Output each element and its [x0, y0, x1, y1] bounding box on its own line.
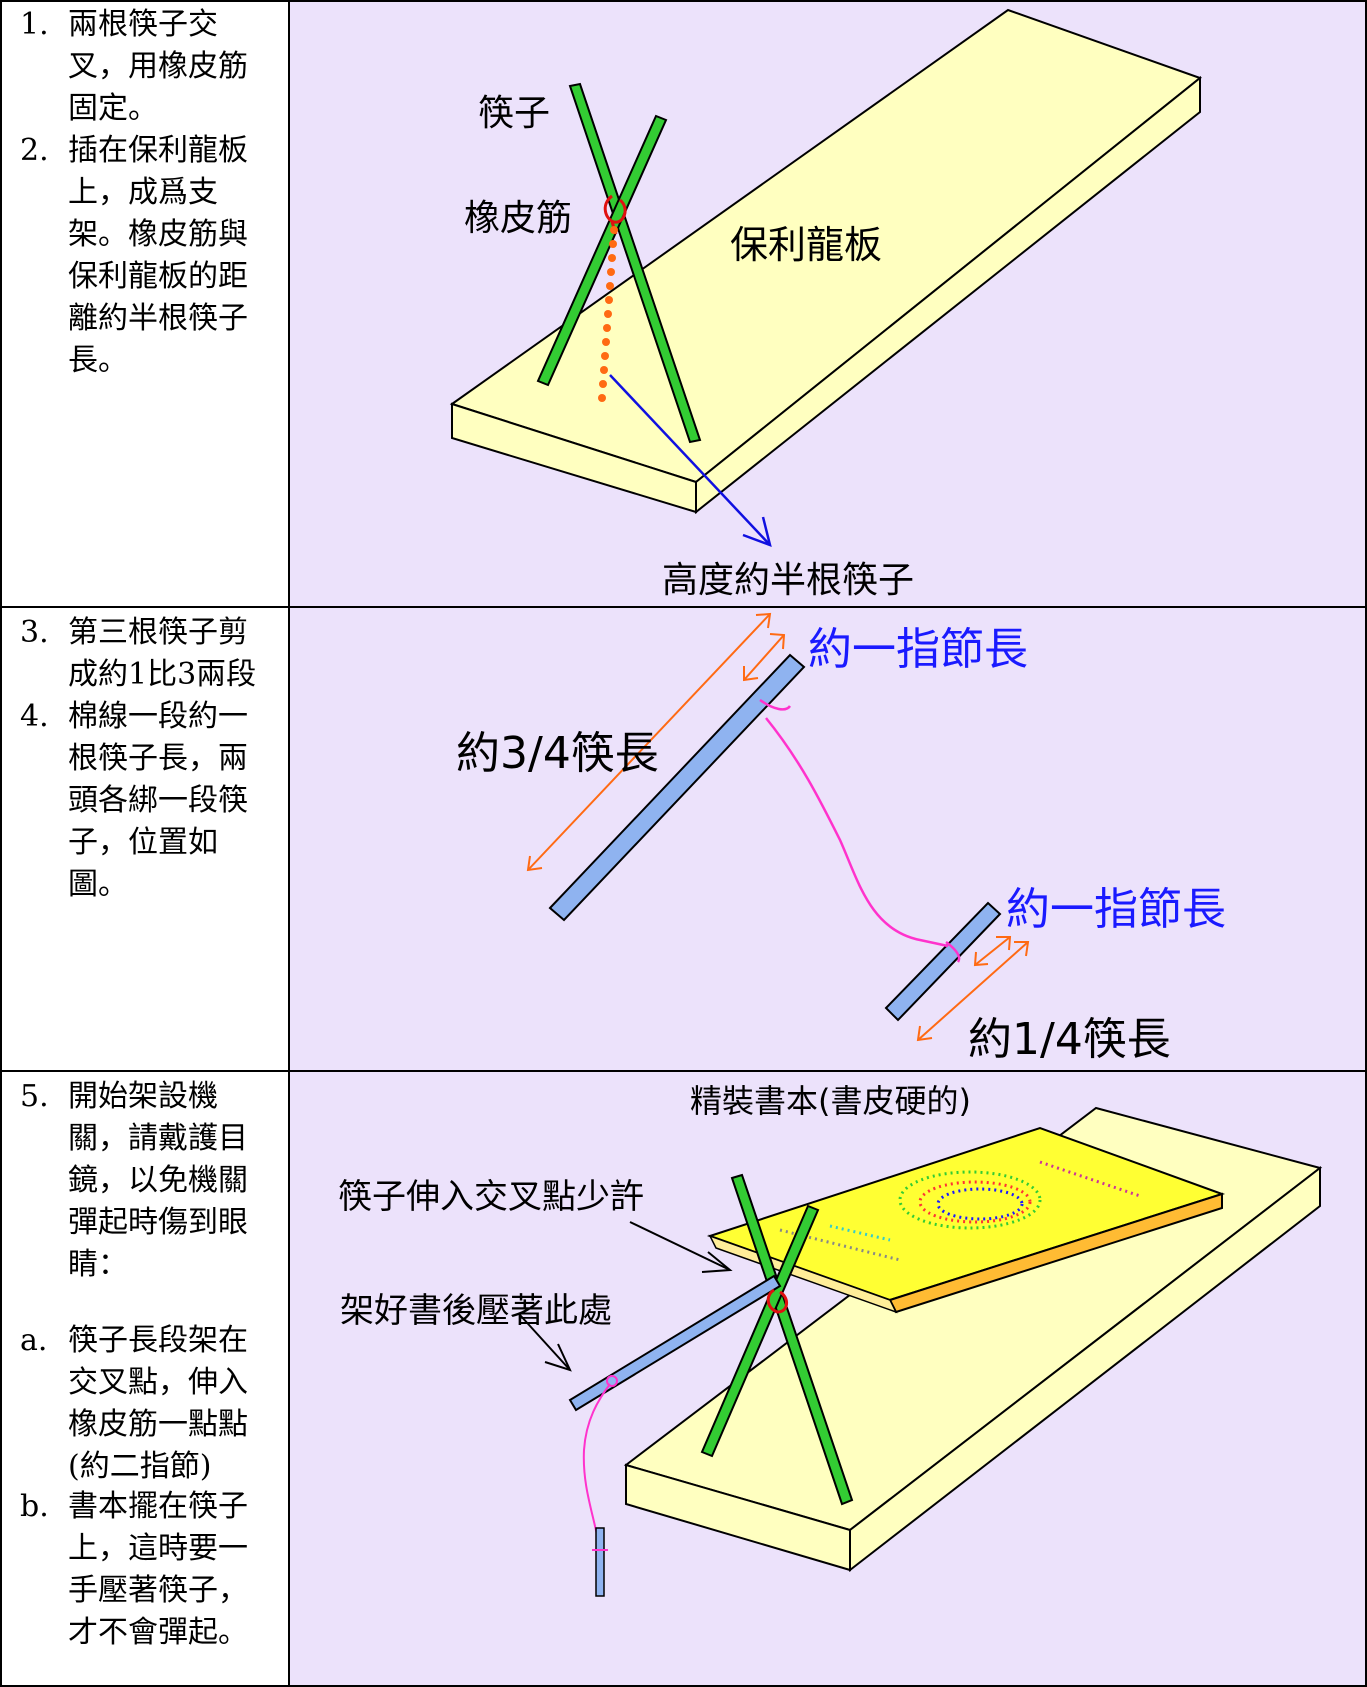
trap-setup-svg: 精裝書本(書皮硬的) 筷子伸入交叉點少許 架好書後壓著此處: [338, 1082, 1323, 1597]
row-step-1-2: 1. 兩根筷子交 叉，用橡皮筋 固定。 2. 插在保利龍板 上，成爲支 架。橡皮…: [0, 0, 1367, 606]
label-knuckle-bottom: 約一指節長: [1006, 884, 1226, 935]
long-segment: [568, 1274, 782, 1412]
step-text-cell: 5. 開始架設機 關，請戴護目 鏡，以免機關 彈起時傷到眼 睛： a. 筷子長段…: [0, 1072, 290, 1687]
pointer-arrows: [519, 1221, 733, 1372]
diagram-trap-setup: 精裝書本(書皮硬的) 筷子伸入交叉點少許 架好書後壓著此處: [290, 1072, 1367, 1687]
label-rubber-band: 橡皮筋: [464, 198, 572, 239]
foam-board-side: [695, 75, 1201, 515]
label-foam-board: 保利龍板: [730, 223, 882, 267]
step-number: 3.: [20, 615, 49, 650]
height-dots: [598, 226, 618, 402]
row-divider: [0, 1070, 1367, 1072]
step-text: 兩根筷子交 叉，用橡皮筋 固定。: [68, 7, 248, 126]
step-text-cell: 1. 兩根筷子交 叉，用橡皮筋 固定。 2. 插在保利龍板 上，成爲支 架。橡皮…: [0, 0, 290, 606]
measure-arrows: [526, 612, 1030, 1042]
label-book: 精裝書本(書皮硬的): [690, 1082, 971, 1120]
support-frame-svg: 筷子 橡皮筋 保利龍板 高度約半根筷子: [449, 8, 1203, 601]
label-knuckle-top: 約一指節長: [808, 624, 1028, 675]
chopstick-left: [568, 82, 702, 444]
step-text: 棉線一段約一 根筷子長，兩 頭各綁一段筷 子，位置如 圖。: [68, 699, 248, 902]
cut-chopstick-svg: 約一指節長 約3/4筷長 約一指節長 約1/4筷長: [456, 612, 1226, 1065]
label-one-quarter: 約1/4筷長: [968, 1014, 1171, 1065]
step-text: 筷子長段架在 交叉點，伸入 橡皮筋一點點 (約二指節): [68, 1323, 248, 1484]
short-segment: [595, 1527, 605, 1597]
step-number: 2.: [20, 133, 49, 168]
chopstick-right: [536, 114, 668, 387]
step-text-cell: 3. 第三根筷子剪 成約1比3兩段 4. 棉線一段約一 根筷子長，兩 頭各綁一段…: [0, 608, 290, 1070]
book-texture: [779, 1160, 1141, 1262]
label-chopsticks: 筷子: [478, 93, 550, 134]
label-three-quarter: 約3/4筷長: [456, 728, 659, 779]
row-divider: [0, 606, 1367, 608]
label-insert: 筷子伸入交叉點少許: [338, 1177, 644, 1217]
step-text: 書本擺在筷子 上，這時要一 手壓著筷子， 才不會彈起。: [68, 1489, 248, 1650]
chopstick-right: [700, 1204, 820, 1458]
long-segment: [548, 653, 806, 922]
label-press: 架好書後壓著此處: [340, 1291, 612, 1331]
step-number: 5.: [20, 1079, 49, 1114]
step-text: 插在保利龍板 上，成爲支 架。橡皮筋與 保利龍板的距 離約半根筷子 長。: [68, 133, 248, 378]
diagram-cut-chopstick: 約一指節長 約3/4筷長 約一指節長 約1/4筷長: [290, 608, 1367, 1070]
step-number: a.: [20, 1323, 48, 1358]
height-arrow: [609, 374, 771, 546]
step-number: b.: [20, 1489, 49, 1524]
step-number: 1.: [20, 7, 49, 42]
cotton-string: [582, 1383, 611, 1553]
chopstick-left: [730, 1173, 854, 1506]
step-text: 開始架設機 關，請戴護目 鏡，以免機關 彈起時傷到眼 睛：: [68, 1079, 248, 1282]
row-step-3-4: 3. 第三根筷子剪 成約1比3兩段 4. 棉線一段約一 根筷子長，兩 頭各綁一段…: [0, 608, 1367, 1070]
step-text: 第三根筷子剪 成約1比3兩段: [68, 615, 257, 692]
row-step-5: 5. 開始架設機 關，請戴護目 鏡，以免機關 彈起時傷到眼 睛： a. 筷子長段…: [0, 1072, 1367, 1687]
rubber-band-knot: [766, 1288, 788, 1314]
step-number: 4.: [20, 699, 49, 734]
foam-board-side: [849, 1165, 1321, 1573]
short-segment: [884, 901, 1002, 1022]
cotton-string: [765, 717, 949, 948]
label-height: 高度約半根筷子: [662, 560, 914, 601]
diagram-support-frame: 筷子 橡皮筋 保利龍板 高度約半根筷子: [290, 0, 1367, 606]
